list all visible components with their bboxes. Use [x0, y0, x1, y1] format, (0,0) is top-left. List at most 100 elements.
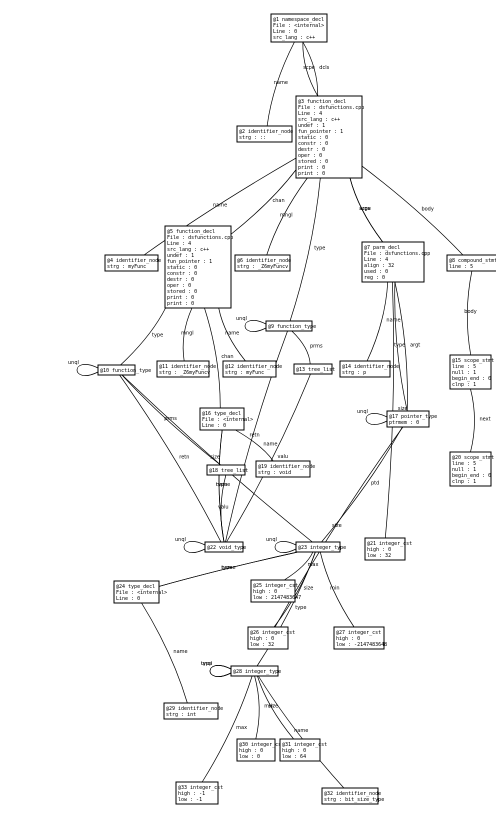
node-line: begin_end : 0 — [452, 376, 491, 382]
edge-line — [121, 374, 313, 543]
node-box — [230, 665, 279, 677]
node-line: print : 0 — [167, 301, 194, 307]
edge-line — [289, 177, 321, 322]
node-box — [446, 254, 496, 272]
edge-unql: unql — [236, 316, 267, 332]
node-line: src_lang : c++ — [167, 247, 209, 253]
edge-unql: unql — [357, 409, 388, 425]
node-line: @32 identifier_node — [324, 791, 381, 797]
node-line: @8 compound_stmt — [449, 258, 496, 264]
edge-type: type — [289, 177, 325, 322]
edge-min: min — [319, 551, 355, 628]
edge-mngl: mngl — [266, 177, 308, 256]
edge-line — [158, 551, 298, 587]
node-n10: @10 function_type — [97, 364, 151, 376]
node-line: fun_pointer : 1 — [167, 259, 212, 265]
node-box — [279, 738, 321, 762]
node-line: low : 2147483647 — [253, 595, 301, 601]
edge-retn: retn — [225, 330, 288, 543]
edge-name: name — [235, 429, 278, 462]
edge-body: body — [361, 165, 464, 256]
edge-label: next — [480, 417, 491, 423]
node-line: @19 identifier_node — [258, 464, 315, 470]
node-line: File : <internal> — [202, 417, 253, 423]
node-line: print : 0 — [298, 171, 325, 177]
edge-max: max — [201, 675, 253, 783]
node-line: strg : _Z6myFuncv — [237, 264, 288, 270]
node-box — [295, 95, 363, 179]
edge-line — [141, 602, 188, 704]
edge-line — [266, 41, 295, 127]
edge-label: chan — [273, 198, 285, 204]
node-line: @18 tree_list — [209, 468, 248, 474]
node-line: @9 function_type — [268, 324, 316, 330]
edge-line — [182, 307, 193, 362]
edge-label: name — [213, 203, 227, 209]
edge-label: retn — [179, 455, 189, 461]
node-line: File : dsfunctions.cpp — [298, 105, 364, 111]
edge-valu: valu — [226, 373, 311, 543]
node-line: Line : 0 — [202, 423, 226, 429]
edge-label: type — [201, 661, 212, 667]
edge-line — [291, 330, 311, 365]
node-line: undef : 1 — [167, 253, 194, 259]
node-box — [449, 354, 492, 390]
node-box — [295, 541, 341, 553]
edge-label: prms — [164, 416, 177, 422]
node-box — [321, 787, 379, 805]
edge-label: min — [330, 586, 339, 592]
edge-line — [394, 281, 408, 412]
node-line: constr : 0 — [298, 141, 328, 147]
node-line: begin_end : 0 — [452, 473, 491, 479]
node-line: strg : void — [258, 470, 291, 476]
node-line: File : dsfunctions.cpp — [167, 235, 233, 241]
edge-label: name — [294, 728, 308, 734]
edge-line — [143, 157, 297, 256]
node-line: Line : 4 — [167, 241, 191, 247]
node-line: low : 32 — [367, 553, 391, 559]
node-line: @24 type_decl — [116, 584, 155, 590]
node-box — [364, 537, 406, 561]
node-line: low : 64 — [282, 754, 306, 760]
edge-label: name — [274, 80, 288, 86]
node-line: clnp : 1 — [452, 382, 476, 388]
edge-line — [384, 281, 395, 539]
node-line: reg : 0 — [364, 275, 385, 281]
edge-line — [119, 374, 222, 543]
node-line: clnp : 1 — [452, 479, 476, 485]
edge-line — [230, 169, 297, 235]
node-line: low : 32 — [250, 642, 274, 648]
edge-prms: prms — [121, 374, 221, 466]
edge-label: type — [394, 343, 405, 349]
edge-label: max — [308, 562, 319, 568]
node-n22: @22 void_type — [204, 541, 246, 553]
edge-label: mngl — [280, 213, 293, 219]
edge-label: ptd — [371, 481, 379, 487]
node-box — [204, 541, 244, 553]
node-line: @21 integer_cst — [367, 541, 412, 547]
node-box — [255, 460, 311, 478]
edge-prms: prms — [291, 330, 323, 365]
node-line: line : 5 — [449, 264, 473, 270]
node-n13: @13 tree_list — [293, 363, 335, 375]
node-line: high : 0 — [367, 547, 391, 553]
edge-line — [257, 675, 294, 740]
edge-unql: unql — [68, 360, 99, 376]
edge-label: type — [314, 246, 325, 252]
node-line: print : 0 — [167, 295, 194, 301]
node-line: null : 1 — [452, 370, 476, 376]
node-line: destr : 0 — [167, 277, 194, 283]
node-line: strg : myFunc — [107, 264, 146, 270]
node-line: high : 0 — [282, 748, 306, 754]
node-line: used : 0 — [364, 269, 388, 275]
edge-label: unql — [68, 360, 79, 366]
